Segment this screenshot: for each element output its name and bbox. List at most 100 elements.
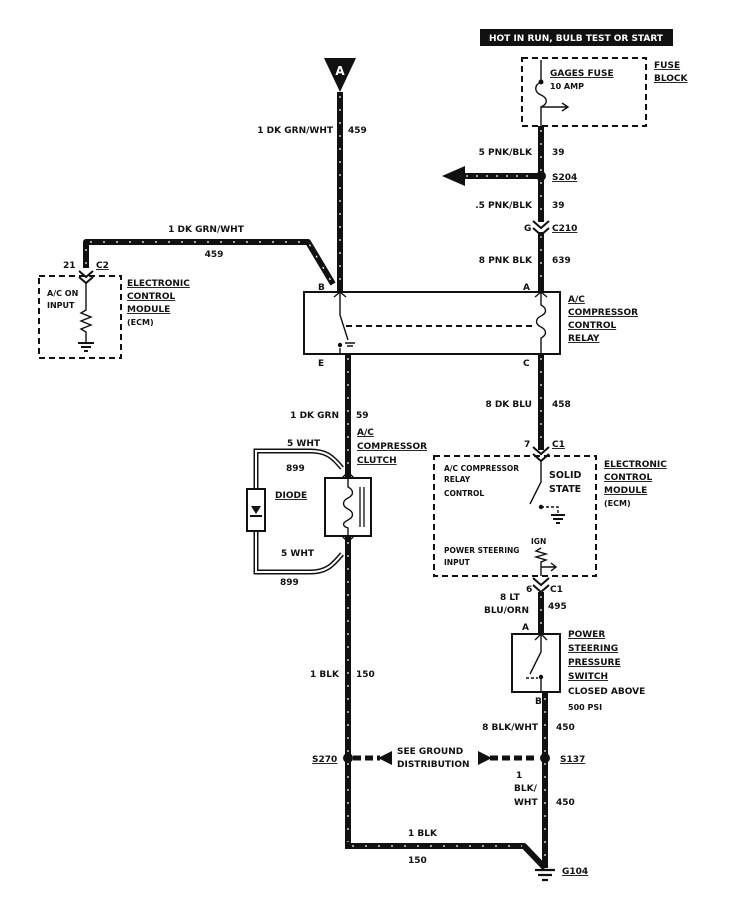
ps-switch-pin-b: B bbox=[535, 697, 542, 707]
clutch-box bbox=[324, 477, 372, 537]
ecm-left-box bbox=[38, 275, 122, 359]
ps-switch-note-1: CLOSED ABOVE bbox=[568, 687, 645, 697]
fuse-element bbox=[535, 60, 547, 126]
fuse-name: GAGES FUSE bbox=[550, 69, 614, 79]
relay-pin-b: B bbox=[318, 283, 325, 293]
wire-459-ecm bbox=[83, 239, 336, 286]
wire-459-top-circuit: 459 bbox=[348, 126, 367, 136]
ecm-right-relay-ctl-1: A/C COMPRESSOR bbox=[444, 464, 519, 473]
ps-switch-contact-dot bbox=[538, 674, 544, 680]
diode-label: DIODE bbox=[275, 491, 307, 501]
fuse-block-label-2: BLOCK bbox=[654, 74, 689, 84]
wire-899-top-circuit: 899 bbox=[286, 464, 305, 474]
wire-39-lower-circuit: 39 bbox=[552, 201, 565, 211]
relay-switch bbox=[339, 292, 349, 354]
ground-dist-line2: DISTRIBUTION bbox=[397, 760, 470, 770]
ecm-right-name-4: (ECM) bbox=[604, 499, 631, 508]
connector-c2-label: C2 bbox=[96, 261, 109, 271]
fuse-terminal-dot bbox=[538, 79, 544, 85]
wire-39-upper-circuit: 39 bbox=[552, 148, 565, 158]
clutch-terminal-top bbox=[341, 471, 355, 479]
wire-459-ecm-circuit: 459 bbox=[205, 250, 224, 260]
connector-c210-symbol bbox=[532, 220, 550, 237]
diode-icon bbox=[251, 506, 261, 514]
ecm-right-relay-ctl-2: RELAY bbox=[444, 475, 471, 484]
ecm-right-ground-icon bbox=[551, 514, 565, 524]
wire-450-lower-1: 1 bbox=[516, 771, 522, 781]
clutch-name-2: COMPRESSOR bbox=[357, 442, 427, 452]
wire-450-lower-circuit: 450 bbox=[556, 798, 575, 808]
wire-150-bottom bbox=[348, 843, 548, 871]
fuse-block-box bbox=[521, 57, 647, 127]
wire-39-lower-label: .5 PNK/BLK bbox=[475, 201, 533, 211]
wire-458-circuit: 458 bbox=[552, 400, 571, 410]
connector-a-triangle bbox=[324, 58, 356, 92]
ecm-right-name-1: ELECTRONIC bbox=[604, 460, 667, 470]
wire-495-circuit: 495 bbox=[548, 602, 567, 612]
wire-495-size-1: 8 LT bbox=[500, 593, 521, 603]
ps-switch-pin-a: A bbox=[522, 623, 529, 633]
relay-name-4: RELAY bbox=[568, 334, 600, 344]
fuse-rating: 10 AMP bbox=[550, 82, 584, 91]
relay-pin-e: E bbox=[318, 359, 324, 369]
connector-c1-top-label: C1 bbox=[552, 440, 565, 450]
ecm-left-input-2: INPUT bbox=[47, 301, 75, 310]
wire-450-upper-circuit: 450 bbox=[556, 723, 575, 733]
ps-switch-note-2: 500 PSI bbox=[568, 703, 602, 712]
relay-switch-contact bbox=[337, 342, 343, 348]
ecm-left-name-2: CONTROL bbox=[127, 292, 176, 302]
splice-s137-dot bbox=[540, 753, 550, 763]
ecm-right-name-2: CONTROL bbox=[604, 473, 653, 483]
ecm-right-relay-ctl-3: CONTROL bbox=[444, 489, 484, 498]
ecm-right-solid-1: SOLID bbox=[549, 470, 582, 481]
ecm-left-resistor bbox=[79, 283, 93, 343]
wire-899-bot-label: 5 WHT bbox=[281, 549, 315, 559]
connector-c2-pin: 21 bbox=[63, 261, 76, 271]
ps-switch-name-1: POWER bbox=[568, 630, 605, 640]
clutch-name-3: CLUTCH bbox=[357, 456, 397, 466]
relay-pin-a: A bbox=[523, 283, 530, 293]
ecm-right-ps-input-1: POWER STEERING bbox=[444, 546, 519, 555]
wire-59-circuit: 59 bbox=[356, 411, 369, 421]
s204-branch-arrow bbox=[442, 166, 465, 186]
wire-495-size-2: BLU/ORN bbox=[484, 606, 529, 616]
ecm-left-input-1: A/C ON bbox=[47, 289, 78, 298]
ecm-right-name-3: MODULE bbox=[604, 486, 647, 496]
ecm-right-switch bbox=[529, 461, 542, 505]
ecm-right-input-arrow bbox=[541, 562, 558, 572]
wire-450-lower-2: BLK/ bbox=[514, 784, 538, 794]
s137-arrow bbox=[478, 751, 492, 765]
fuse-block-label-1: FUSE bbox=[654, 61, 680, 71]
wire-899-top-label: 5 WHT bbox=[287, 439, 321, 449]
connector-c1-top-pin: 7 bbox=[524, 440, 530, 450]
wire-39-upper-label: 5 PNK/BLK bbox=[479, 148, 533, 158]
clutch-name-1: A/C bbox=[357, 428, 374, 438]
clutch-coil bbox=[342, 478, 354, 536]
ecm-right-box bbox=[433, 455, 597, 577]
wire-458-label: 8 DK BLU bbox=[485, 400, 532, 410]
wire-639-circuit: 639 bbox=[552, 256, 571, 266]
banner-text: HOT IN RUN, BULB TEST OR START bbox=[489, 34, 664, 44]
wire-450-lower-3: WHT bbox=[514, 798, 538, 808]
splice-s137-label: S137 bbox=[560, 755, 585, 765]
ps-switch-box bbox=[511, 633, 561, 693]
connector-c1-bot-pin: 6 bbox=[526, 585, 532, 595]
relay-name-3: CONTROL bbox=[568, 321, 617, 331]
wire-150-vert-circuit: 150 bbox=[356, 670, 375, 680]
ecm-right-resistor bbox=[533, 547, 549, 576]
wire-639-label: 8 PNK BLK bbox=[479, 256, 533, 266]
ground-g104-label: G104 bbox=[562, 867, 588, 877]
relay-ground-icon bbox=[345, 342, 355, 347]
fuse-arrow bbox=[541, 102, 570, 112]
banner-box bbox=[480, 29, 673, 46]
ground-dist-line1: SEE GROUND bbox=[397, 747, 463, 757]
ecm-left-name-3: MODULE bbox=[127, 305, 170, 315]
wire-459-top-label: 1 DK GRN/WHT bbox=[257, 126, 334, 136]
ecm-right-switch-link bbox=[541, 506, 559, 513]
wire-150-bottom-circuit: 150 bbox=[408, 856, 427, 866]
ps-switch-name-3: PRESSURE bbox=[568, 658, 621, 668]
ecm-left-name-1: ELECTRONIC bbox=[127, 279, 190, 289]
wire-450-upper-label: 8 BLK/WHT bbox=[482, 723, 539, 733]
ecm-left-name-4: (ECM) bbox=[127, 318, 154, 327]
